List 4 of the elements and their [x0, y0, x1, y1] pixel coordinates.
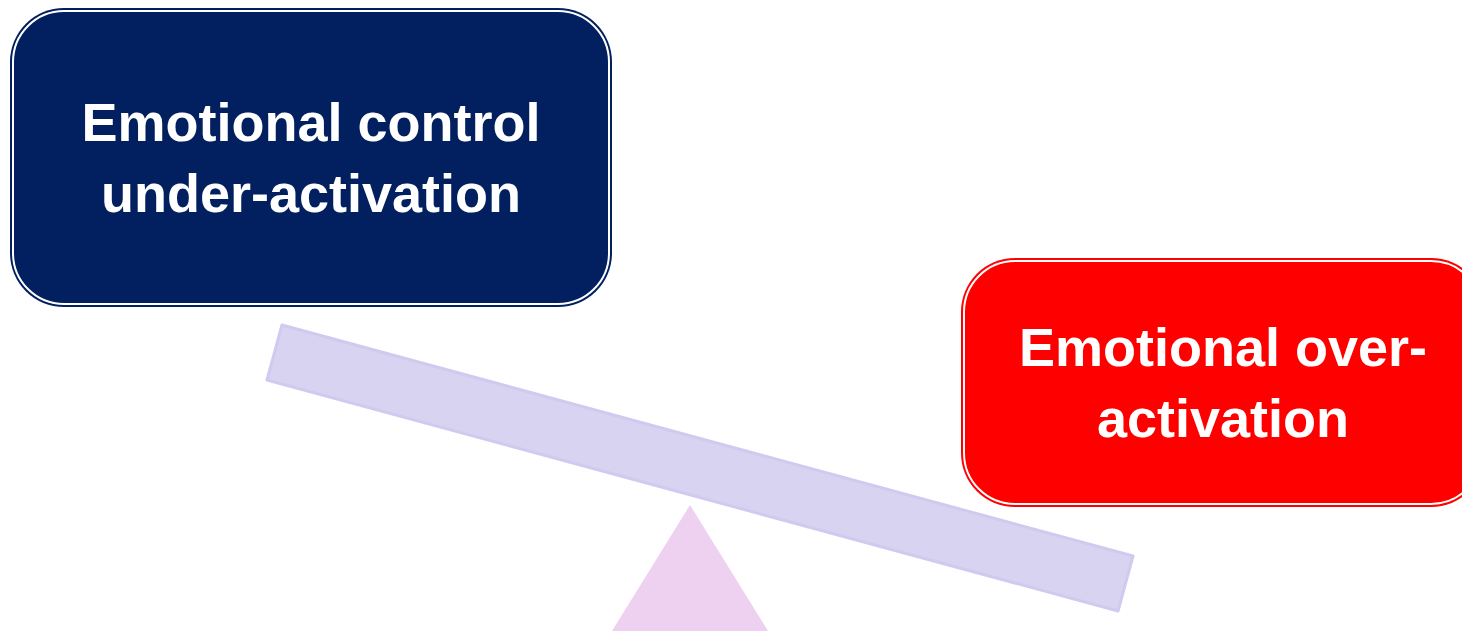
box-text: Emotional control under-activation — [80, 91, 542, 225]
rounded-box — [12, 10, 610, 305]
box-text: Emotional over-activation — [1017, 316, 1429, 450]
rounded-box — [963, 260, 1462, 505]
